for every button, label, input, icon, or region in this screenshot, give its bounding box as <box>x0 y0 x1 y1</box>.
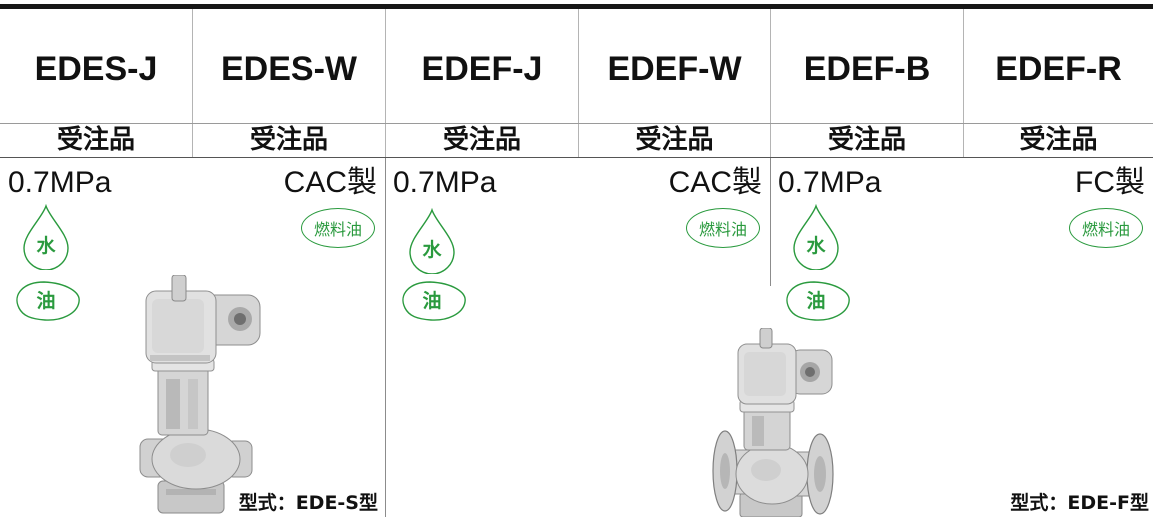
status-edef-w: 受注品 <box>578 124 770 157</box>
oil-icon: 油 <box>780 280 852 322</box>
oil-label: 油 <box>422 290 442 312</box>
valve-ede-f-image <box>712 328 834 517</box>
fuel-oil-badge: 燃料油 <box>301 208 375 248</box>
water-drop-icon: 水 <box>22 204 70 270</box>
status-edef-r: 受注品 <box>963 124 1153 157</box>
model-caption: 型式：EDE-F型 <box>1010 492 1149 514</box>
column-header-edef-j: EDEF-J <box>385 9 578 123</box>
spec-panel-edef-br: 0.7MPa FC製 水 油 燃料油 型式：EDE-F型 <box>770 158 1153 517</box>
water-drop-icon: 水 <box>792 204 840 270</box>
status-edef-b: 受注品 <box>770 124 963 157</box>
body-material: CAC製 <box>668 166 762 199</box>
model-caption: 型式：EDE-S型 <box>238 492 378 514</box>
status-edef-j: 受注品 <box>385 124 578 157</box>
order-status-row: 受注品 受注品 受注品 受注品 受注品 受注品 <box>0 124 1153 158</box>
water-label: 水 <box>422 239 442 261</box>
body-material: CAC製 <box>283 166 377 199</box>
fuel-oil-badge: 燃料油 <box>1069 208 1143 248</box>
body-material: FC製 <box>1075 166 1145 199</box>
water-label: 水 <box>36 235 56 257</box>
column-header-edes-w: EDES-W <box>192 9 385 123</box>
water-drop-icon: 水 <box>408 208 456 274</box>
oil-icon: 油 <box>10 280 82 322</box>
panel-divider <box>770 158 771 286</box>
pressure-rating: 0.7MPa <box>778 166 882 199</box>
water-label: 水 <box>806 235 826 257</box>
model-header-row: EDES-J EDES-W EDEF-J EDEF-W EDEF-B EDEF-… <box>0 9 1153 124</box>
column-header-edef-r: EDEF-R <box>963 9 1153 123</box>
top-rule <box>0 4 1153 9</box>
spec-panel-edef-jw: 0.7MPa CAC製 水 油 燃料油 <box>385 158 770 517</box>
column-header-edes-j: EDES-J <box>34 49 158 88</box>
oil-icon: 油 <box>396 280 468 322</box>
pressure-rating: 0.7MPa <box>393 166 497 199</box>
status-edes-j: 受注品 <box>56 125 135 155</box>
pressure-rating: 0.7MPa <box>8 166 112 199</box>
column-header-edef-w: EDEF-W <box>578 9 770 123</box>
status-edes-w: 受注品 <box>192 124 385 157</box>
column-header-edef-b: EDEF-B <box>770 9 963 123</box>
fuel-oil-badge: 燃料油 <box>686 208 760 248</box>
oil-label: 油 <box>806 290 826 312</box>
spec-panel-edes: 0.7MPa CAC製 水 油 燃料油 型式：EDE-S型 <box>0 158 385 517</box>
oil-label: 油 <box>36 290 56 312</box>
valve-ede-s-image <box>139 275 261 514</box>
